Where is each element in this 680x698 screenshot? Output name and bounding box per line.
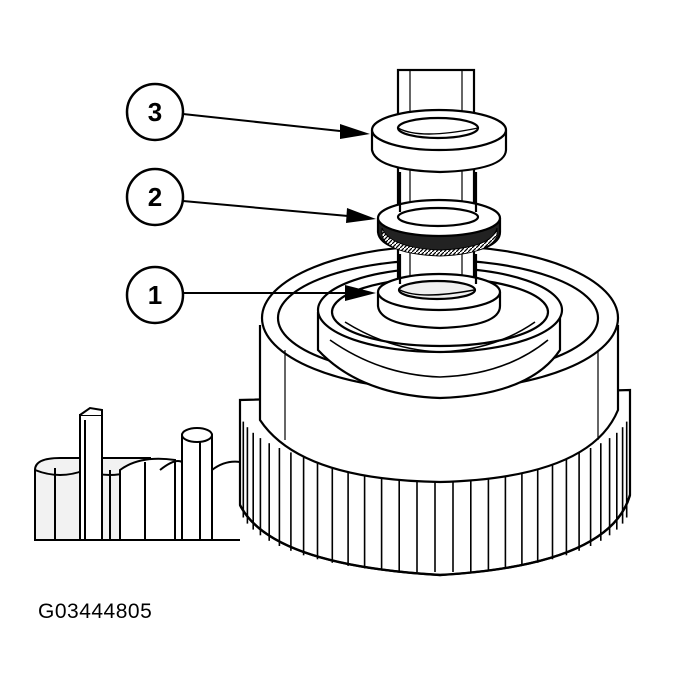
callout-1: 1 [125,265,376,325]
side-pins [34,406,241,541]
figure-id-label: G03444805 [38,600,153,623]
callout-3: 3 [125,82,370,142]
svg-text:2: 2 [148,182,162,212]
callout-2: 2 [125,167,376,227]
needle-thrust-bearing [376,198,502,257]
svg-text:3: 3 [148,97,162,127]
upper-thrust-washer [370,108,508,174]
shaft-segments [398,172,478,284]
lower-thrust-washer [376,272,502,330]
shaft [396,68,476,302]
svg-text:1: 1 [148,280,162,310]
